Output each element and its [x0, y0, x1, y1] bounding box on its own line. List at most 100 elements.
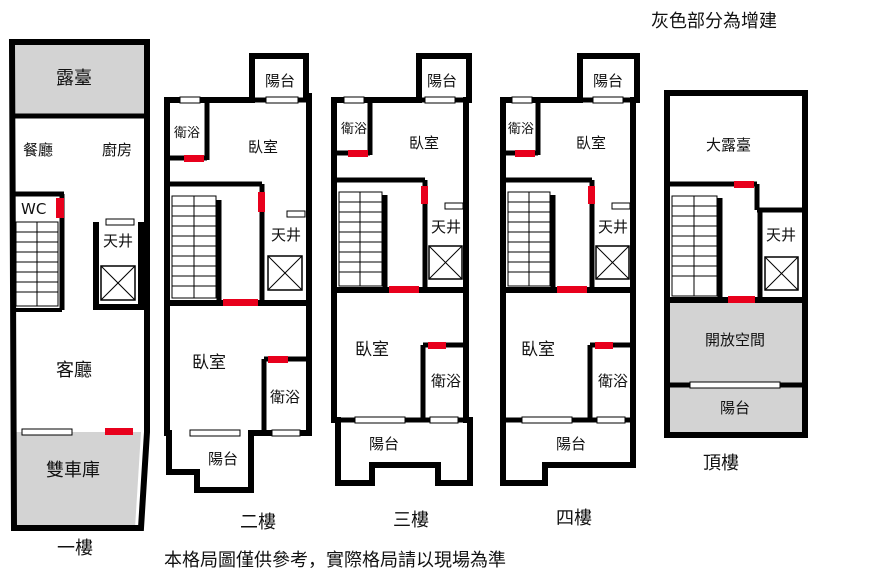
f3-window — [343, 96, 365, 104]
f1-window — [105, 218, 135, 226]
f4-balcony-label: 陽台 — [556, 435, 587, 453]
f2-bedroom-main-label: 臥室 — [192, 353, 226, 373]
f3-door — [428, 342, 446, 349]
f1-lightwell-wall — [93, 222, 144, 310]
f1-garage-addition — [14, 432, 141, 528]
addition-legend-note: 灰色部分為增建 — [651, 11, 777, 32]
roof-plan — [664, 90, 808, 438]
f2-door — [223, 299, 258, 306]
f2-door — [268, 356, 288, 363]
roof-balcony-label: 陽台 — [720, 399, 751, 417]
f1-outer-wall — [8, 39, 150, 531]
f1-lightwell-cross — [100, 265, 136, 301]
f3-window — [424, 96, 456, 104]
f3-bedroom-main-label: 臥室 — [355, 340, 389, 360]
f3-bath-label: 衛浴 — [431, 372, 462, 390]
roof-window — [689, 381, 781, 389]
f4-lightwell-box — [595, 245, 630, 280]
roof-lightwell-box — [764, 256, 799, 291]
f2-bath-top-label: 衛浴 — [174, 126, 201, 141]
f3-door — [389, 286, 419, 293]
f3-door — [348, 150, 368, 157]
f3-balcony-top-label: 陽台 — [427, 72, 458, 90]
roof-lightwell-label: 天井 — [766, 226, 797, 244]
f4-bath-top-label: 衛浴 — [508, 122, 535, 137]
f3-bedroom-top-label: 臥室 — [409, 134, 440, 152]
disclaimer-note: 本格局圖僅供參考，實際格局請以現場為準 — [164, 550, 506, 571]
f4-balcony-top-label: 陽台 — [593, 72, 624, 90]
roof-outer-wall — [664, 90, 808, 438]
f4-window — [511, 96, 533, 104]
f1-floor-title: 一樓 — [57, 538, 93, 559]
f1-stairs — [15, 221, 59, 307]
roof-door — [734, 181, 754, 188]
f2-stairs — [171, 195, 217, 299]
f1-garage-label: 雙車庫 — [46, 460, 100, 481]
f4-door — [557, 286, 587, 293]
f4-bedroom-main-label: 臥室 — [521, 340, 555, 360]
f2-window — [271, 429, 301, 437]
f1-dining-label: 餐廳 — [23, 141, 54, 159]
f1-living-label: 客廳 — [56, 360, 92, 381]
f2-bedroom-top-label: 臥室 — [248, 138, 279, 156]
f2-lightwell-cross — [267, 255, 303, 291]
f4-window — [521, 416, 573, 424]
f3-door — [421, 186, 428, 204]
f1-wc-label: WC — [21, 200, 47, 218]
f2-window — [179, 96, 201, 104]
f4-window — [596, 416, 626, 424]
floor-2-plan — [164, 53, 312, 493]
f1-door-garage — [105, 428, 133, 435]
f4-lightwell-cross — [595, 245, 630, 280]
f3-lightwell-label: 天井 — [431, 218, 462, 236]
f2-lightwell-label: 天井 — [271, 226, 302, 244]
f3-lightwell-cross — [428, 245, 463, 280]
f3-window — [444, 202, 464, 210]
f3-balcony-label: 陽台 — [369, 435, 400, 453]
f4-window — [592, 96, 624, 104]
f3-stairs — [338, 191, 383, 287]
f4-lightwell-label: 天井 — [598, 218, 629, 236]
f4-stairs — [507, 191, 551, 287]
f2-window — [189, 429, 241, 437]
roof-floor-title: 頂樓 — [703, 453, 739, 474]
floor-3-plan — [331, 53, 473, 486]
roof-open-space-addition — [667, 300, 805, 435]
f1-kitchen-label: 廚房 — [102, 141, 133, 159]
f2-outer-wall — [164, 53, 312, 493]
roof-lightwell-cross — [764, 256, 799, 291]
f2-door — [258, 192, 265, 212]
f3-bath-top-label: 衛浴 — [341, 122, 368, 137]
f3-floor-title: 三樓 — [393, 510, 429, 531]
f4-floor-title: 四樓 — [556, 508, 592, 529]
f2-balcony-top-label: 陽台 — [265, 72, 296, 90]
f4-door — [515, 150, 535, 157]
f1-window — [21, 428, 73, 436]
f2-window — [286, 210, 306, 218]
f4-door — [588, 186, 595, 204]
f2-floor-title: 二樓 — [240, 512, 276, 533]
f4-bath-label: 衛浴 — [598, 372, 629, 390]
f3-lightwell-box — [428, 245, 463, 280]
floor-4-plan — [500, 53, 640, 486]
f4-bedroom-top-label: 臥室 — [576, 134, 607, 152]
f1-lightwell-label: 天井 — [103, 232, 134, 250]
f2-bath-label: 衛浴 — [270, 388, 301, 406]
f2-window — [265, 96, 299, 104]
f4-window — [611, 202, 631, 210]
f3-window — [354, 416, 406, 424]
roof-stairs — [671, 195, 718, 297]
f2-lightwell-box — [267, 255, 303, 291]
f1-terrace-label: 露臺 — [56, 68, 92, 89]
f3-window — [429, 416, 459, 424]
roof-terrace-label: 大露臺 — [706, 136, 752, 154]
f2-balcony-label: 陽台 — [208, 450, 239, 468]
roof-open-space-label: 開放空間 — [705, 331, 766, 349]
roof-door — [728, 296, 755, 303]
f1-lightwell-box — [100, 265, 136, 301]
f4-door — [595, 342, 613, 349]
f1-door-wc — [56, 198, 64, 218]
f2-door — [184, 155, 204, 162]
f1-terrace-addition — [12, 42, 147, 115]
